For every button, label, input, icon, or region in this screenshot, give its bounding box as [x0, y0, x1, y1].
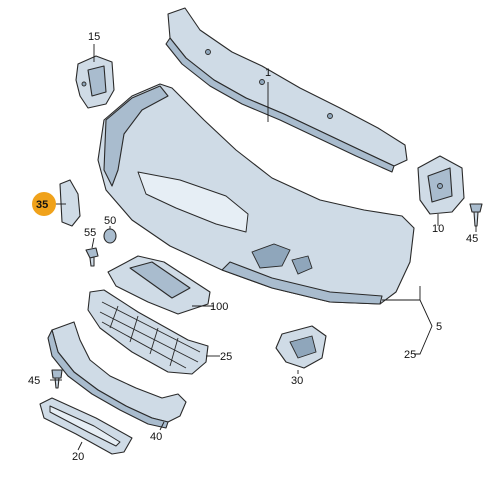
callout-25-bracket: 25: [404, 349, 416, 361]
callout-40: 40: [150, 431, 162, 443]
callout-25-grille: 25: [220, 351, 232, 363]
callout-45-right: 45: [466, 233, 478, 245]
part-55-screw[interactable]: [85, 247, 99, 267]
part-100-center-insert[interactable]: [107, 255, 211, 315]
part-40-spoiler-strip[interactable]: [47, 321, 187, 429]
part-20-bottom-trim[interactable]: [39, 397, 133, 455]
part-50-clip[interactable]: [103, 228, 117, 244]
callout-35: 35: [36, 199, 48, 211]
callout-15: 15: [88, 31, 100, 43]
callout-50: 50: [104, 215, 116, 227]
part-15-left-bracket[interactable]: [75, 55, 115, 109]
part-5-bumper-cover[interactable]: [97, 83, 415, 305]
callout-100: 100: [210, 301, 228, 313]
callout-5: 5: [436, 321, 442, 333]
part-45-screw-left[interactable]: [51, 369, 63, 389]
callout-20: 20: [72, 451, 84, 463]
part-10-right-bracket[interactable]: [417, 155, 465, 215]
part-1-reinforcement-beam[interactable]: [165, 7, 408, 173]
leader-lines: [50, 44, 477, 451]
part-45-screw-right[interactable]: [469, 203, 483, 227]
part-35-left-cap[interactable]: [59, 179, 81, 227]
callout-30: 30: [291, 375, 303, 387]
part-30-fog-grille[interactable]: [275, 325, 327, 369]
callout-10: 10: [432, 223, 444, 235]
callout-45-left: 45: [28, 375, 40, 387]
callout-55: 55: [84, 227, 96, 239]
highlight-badge-35: [32, 192, 56, 216]
callout-1: 1: [265, 67, 271, 79]
part-25-lower-grille[interactable]: [87, 289, 209, 375]
